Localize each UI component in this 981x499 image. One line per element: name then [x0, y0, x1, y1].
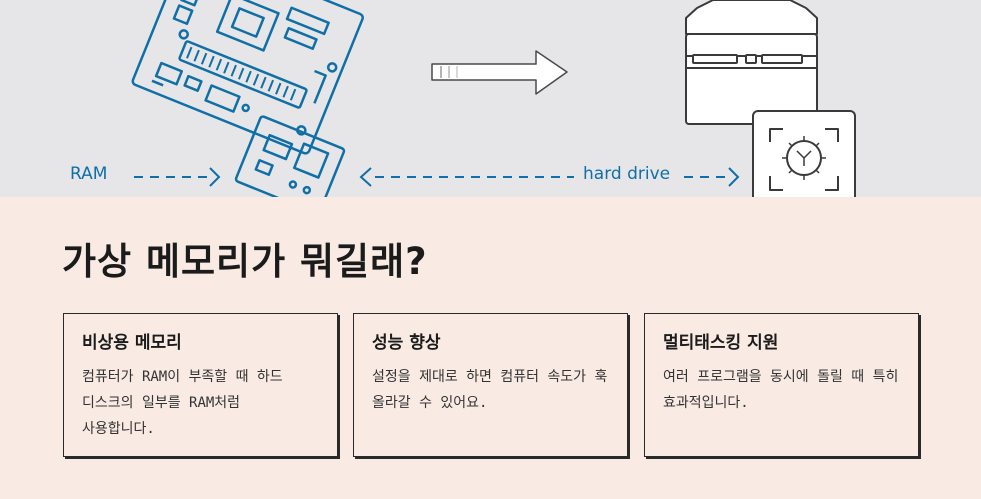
hard-drive-dashed-arrow: [359, 167, 740, 187]
hard-drive-icon: [685, 0, 818, 125]
card-body: 여러 프로그램을 동시에 돌릴 때 특히 효과적입니다.: [663, 369, 899, 411]
card-body: 설정을 제대로 하면 컴퓨터 속도가 훅 올라갈 수 있어요.: [372, 369, 608, 411]
hard-drive-label: hard drive: [583, 164, 671, 184]
chip-icon: [752, 110, 856, 197]
card-performance: 성능 향상 설정을 제대로 하면 컴퓨터 속도가 훅 올라갈 수 있어요.: [353, 313, 628, 457]
virtual-memory-illustration: [131, 0, 856, 197]
card-title: 멀티태스킹 지원: [663, 333, 779, 353]
page-title: 가상 메모리가 뭐길래?: [62, 240, 428, 283]
card-emergency-memory: 비상용 메모리 컴퓨터가 RAM이 부족할 때 하드 디스크의 일부를 RAM처…: [63, 313, 338, 457]
card-title: 비상용 메모리: [82, 333, 182, 353]
circuit-board-icon: [131, 0, 364, 197]
hero-illustration: RAM hard drive: [0, 0, 981, 197]
arrow-right-icon: [431, 50, 568, 95]
card-multitasking: 멀티태스킹 지원 여러 프로그램을 동시에 돌릴 때 특히 효과적입니다.: [644, 313, 919, 457]
ram-dashed-arrow: [134, 167, 221, 187]
card-title: 성능 향상: [372, 333, 441, 353]
ram-label: RAM: [70, 164, 108, 184]
card-body: 컴퓨터가 RAM이 부족할 때 하드 디스크의 일부를 RAM처럼 사용합니다.: [82, 369, 283, 437]
